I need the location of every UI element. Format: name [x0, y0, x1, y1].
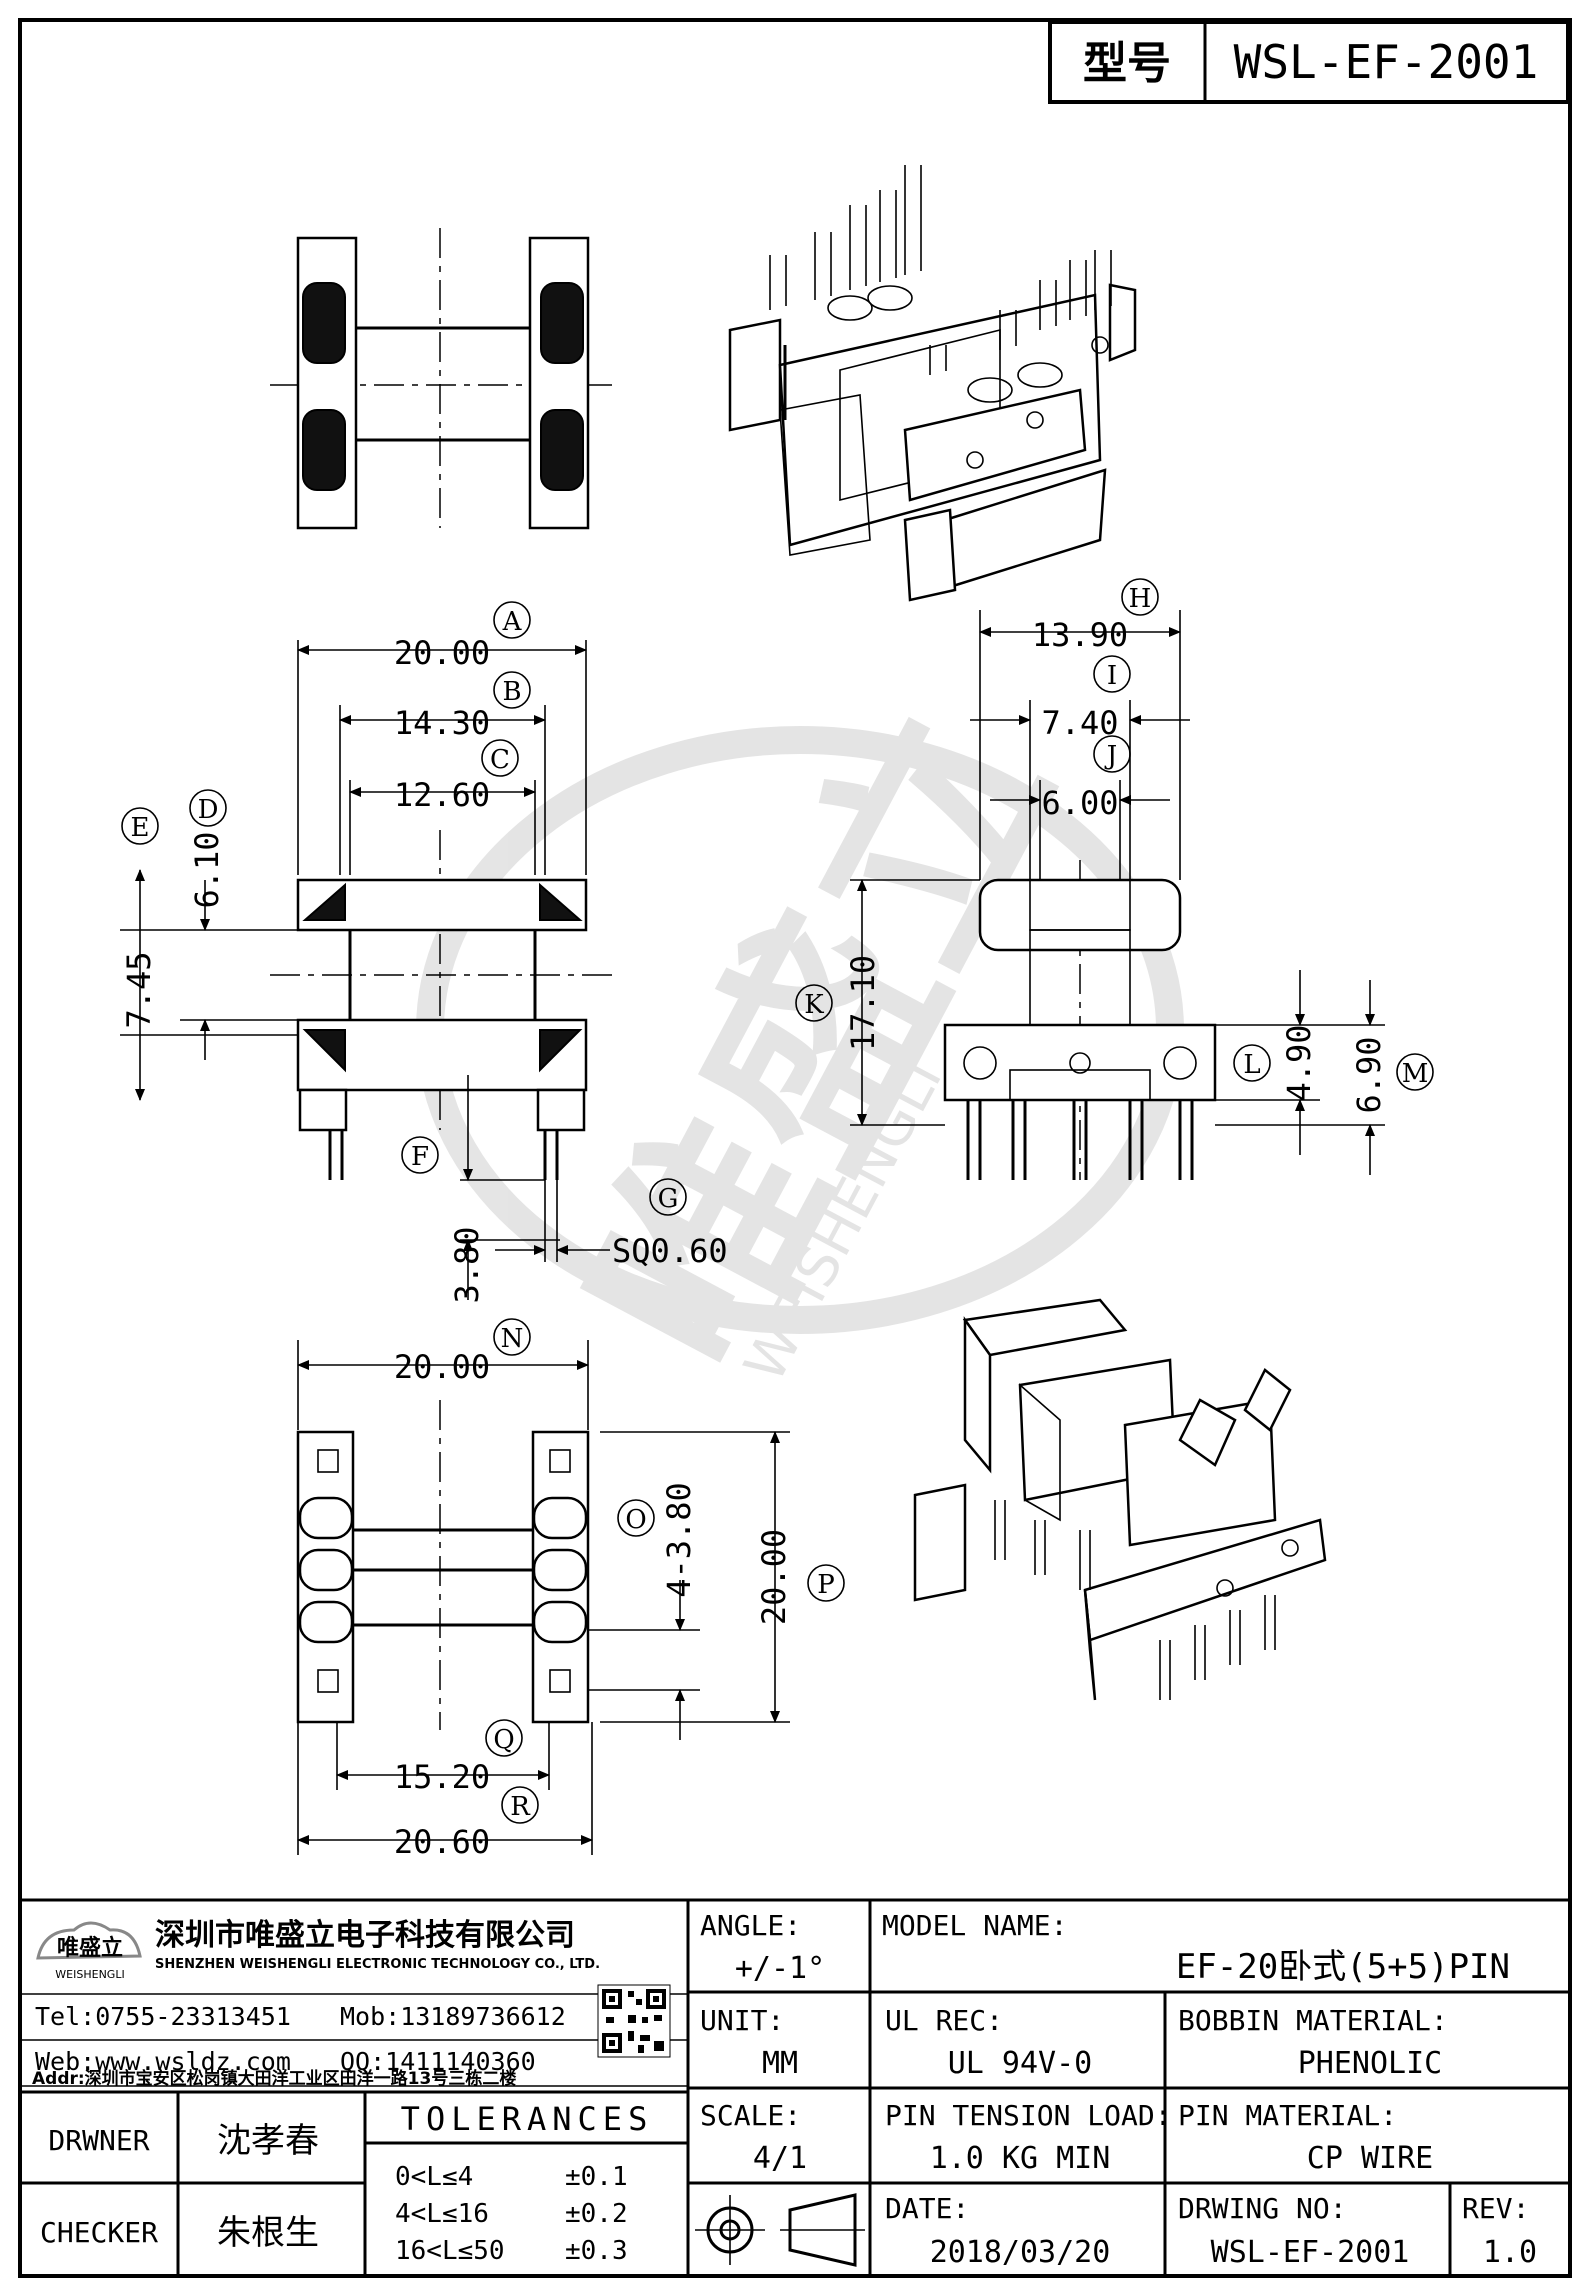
unit-value: MM — [762, 2046, 798, 2081]
scale-value: 4/1 — [753, 2141, 807, 2176]
dim-I-value: 7.40 — [1041, 704, 1118, 742]
ul-rec-label: UL REC: — [885, 2004, 1003, 2037]
isometric-view-bottom — [913, 1298, 1327, 1701]
checker-label: CHECKER — [40, 2216, 158, 2249]
dim-C-value: 12.60 — [394, 776, 490, 814]
company-logo: 唯盛立 WEISHENGLI — [36, 1921, 142, 1981]
dim-N-value: 20.00 — [394, 1348, 490, 1386]
drawing-no-label: DRWING NO: — [1178, 2192, 1347, 2225]
company-tel: Tel:0755-23313451 — [35, 2002, 291, 2031]
tolerance-row-0-tol: ±0.1 — [565, 2162, 628, 2192]
pin-material-label: PIN MATERIAL: — [1178, 2099, 1397, 2132]
tolerance-row-2-range: 16<L≤50 — [395, 2236, 505, 2266]
angle-value: +/-1° — [735, 1951, 825, 1986]
ul-rec-value: UL 94V-0 — [948, 2046, 1093, 2081]
dim-O-value: 4-3.80 — [660, 1482, 698, 1598]
dim-L-value: 4.90 — [1280, 1024, 1318, 1101]
date-label: DATE: — [885, 2192, 969, 2225]
dim-E-letter: E — [131, 813, 150, 843]
company-qq: QQ:1411140360 — [340, 2047, 536, 2076]
model-header-label: 型号 — [1083, 38, 1171, 89]
dim-G-value: SQ0.60 — [612, 1232, 728, 1270]
dim-L-letter: L — [1243, 1050, 1260, 1080]
bobbin-material-label: BOBBIN MATERIAL: — [1178, 2004, 1448, 2037]
scale-label: SCALE: — [700, 2099, 801, 2132]
top-view — [270, 228, 618, 530]
projection-symbol-icon — [695, 2193, 865, 2267]
tolerances-label: TOLERANCES — [401, 2100, 654, 2138]
tolerance-row-2-tol: ±0.3 — [565, 2236, 628, 2266]
dim-G-letter: G — [658, 1184, 679, 1214]
pin-material-value: CP WIRE — [1307, 2141, 1433, 2176]
dim-R-letter: R — [510, 1792, 531, 1822]
company-logo-sub: WEISHENGLI — [55, 1968, 124, 1981]
rev-value: 1.0 — [1483, 2235, 1537, 2270]
unit-label: UNIT: — [700, 2004, 784, 2037]
dim-I-letter: I — [1107, 661, 1117, 691]
dim-J-value: 6.00 — [1041, 784, 1118, 822]
drawing-no-value: WSL-EF-2001 — [1211, 2235, 1410, 2270]
dim-C-letter: C — [490, 745, 510, 775]
dim-R-value: 20.60 — [394, 1823, 490, 1861]
tolerance-row-1-tol: ±0.2 — [565, 2199, 628, 2229]
front-view: 20.00 A 14.30 B 12.60 C 6.10 D 7.45 E — [120, 601, 728, 1304]
model-name-value: EF-20卧式(5+5)PIN — [1176, 1947, 1510, 1987]
model-header: 型号 WSL-EF-2001 — [1048, 20, 1570, 104]
company-name-cn: 深圳市唯盛立电子科技有限公司 — [155, 1918, 575, 1953]
side-view: 13.90 H 7.40 I 6.00 J 17.10 K 4.90 — [795, 578, 1434, 1180]
dim-Q-letter: Q — [493, 1725, 514, 1755]
dim-P-letter: P — [817, 1570, 835, 1600]
dim-B-letter: B — [502, 677, 521, 707]
pin-tension-value: 1.0 KG MIN — [930, 2141, 1111, 2176]
dim-D-letter: D — [198, 795, 219, 825]
dim-K-value: 17.10 — [844, 955, 882, 1051]
dim-A-letter: A — [502, 607, 523, 637]
dim-F-letter: F — [411, 1142, 429, 1172]
company-web: Web:www.wsldz.com — [35, 2047, 291, 2076]
dim-B-value: 14.30 — [394, 704, 490, 742]
model-name-label: MODEL NAME: — [882, 1909, 1067, 1942]
rev-label: REV: — [1462, 2192, 1529, 2225]
date-value: 2018/03/20 — [930, 2235, 1111, 2270]
dim-K-letter: K — [804, 990, 824, 1020]
angle-label: ANGLE: — [700, 1909, 801, 1942]
pin-tension-label: PIN TENSION LOAD: — [885, 2099, 1172, 2132]
title-block: 唯盛立 WEISHENGLI 深圳市唯盛立电子科技有限公司 SHENZHEN W… — [20, 1898, 1570, 2276]
drawing-frame — [18, 18, 1572, 2278]
dim-M-value: 6.90 — [1350, 1036, 1388, 1113]
dim-J-letter: J — [1104, 741, 1117, 771]
company-addr: Addr:深圳市宝安区松岗镇大田洋工业区田洋一路13号三栋二楼 — [32, 2068, 516, 2089]
bottom-view: 20.00 N 4-3.80 O 20.00 P 15.20 Q 20.60 R — [296, 1318, 845, 1861]
tolerance-row-0-range: 0<L≤4 — [395, 2162, 473, 2192]
tolerance-row-1-range: 4<L≤16 — [395, 2199, 489, 2229]
checker-value: 朱根生 — [217, 2213, 319, 2253]
dim-O-letter: O — [625, 1505, 646, 1535]
company-logo-text: 唯盛立 — [57, 1935, 123, 1961]
model-header-value: WSL-EF-2001 — [1234, 35, 1539, 89]
dim-A-value: 20.00 — [394, 634, 490, 672]
qr-code — [597, 1984, 671, 2058]
dim-E-value: 7.45 — [120, 951, 158, 1028]
dim-D-value: 6.10 — [188, 831, 226, 908]
drawer-value: 沈孝春 — [217, 2121, 319, 2161]
bobbin-material-value: PHENOLIC — [1298, 2046, 1443, 2081]
dim-M-letter: M — [1402, 1059, 1429, 1089]
company-mob: Mob:13189736612 — [340, 2002, 566, 2031]
dim-H-value: 13.90 — [1032, 616, 1128, 654]
dim-Q-value: 15.20 — [394, 1758, 490, 1796]
dim-N-letter: N — [501, 1324, 524, 1354]
dim-P-value: 20.00 — [755, 1529, 793, 1625]
dim-H-letter: H — [1129, 584, 1152, 614]
isometric-view-top — [728, 165, 1137, 602]
drawer-label: DRWNER — [48, 2124, 149, 2157]
dim-F-value: 3.80 — [448, 1226, 486, 1303]
company-name-en: SHENZHEN WEISHENGLI ELECTRONIC TECHNOLOG… — [155, 1957, 600, 1972]
